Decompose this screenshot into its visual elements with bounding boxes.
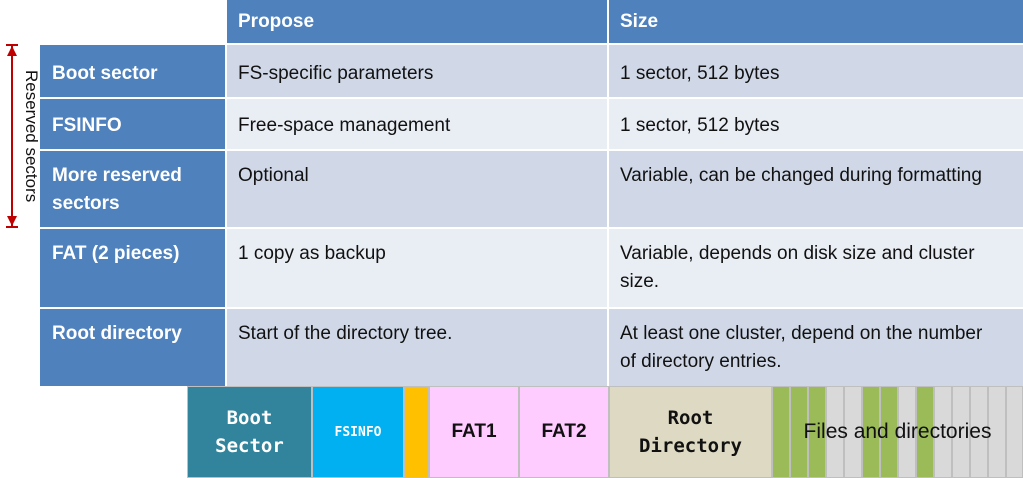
grid-hline (40, 227, 1023, 229)
reserved-sectors-bracket (6, 44, 18, 228)
strip-boot-label: Boot Sector (215, 407, 284, 457)
strip-fat2: FAT2 (519, 386, 609, 478)
row-propose-fsinfo: Free-space management (226, 98, 608, 150)
fat-layout-table: Propose Size Boot sector FS-specific par… (40, 0, 1023, 386)
grid-hline (40, 307, 1023, 309)
grid-vline (607, 0, 609, 386)
header-propose: Propose (226, 0, 608, 44)
row-size-fsinfo: 1 sector, 512 bytes (608, 98, 1023, 150)
header-size: Size (608, 0, 1023, 44)
row-propose-boot-sector: FS-specific parameters (226, 44, 608, 98)
row-propose-root-directory: Start of the directory tree. (226, 308, 608, 386)
row-name-fat: FAT (2 pieces) (40, 228, 226, 308)
row-size-boot-sector: 1 sector, 512 bytes (608, 44, 1023, 98)
strip-fsinfo-label: FSINFO (334, 424, 382, 440)
row-size-root-directory: At least one cluster, depend on the numb… (608, 308, 1023, 386)
row-name-boot-sector: Boot sector (40, 44, 226, 98)
row-name-root-directory: Root directory (40, 308, 226, 386)
reserved-sectors-label: Reserved sectors (22, 69, 41, 203)
strip-files-region: Files and directories (772, 386, 1023, 478)
row-name-more-reserved: More reserved sectors (40, 150, 226, 228)
row-propose-fat: 1 copy as backup (226, 228, 608, 308)
strip-root-directory: Root Directory (609, 386, 772, 478)
strip-root-label: Root Directory (639, 407, 742, 457)
grid-hline (40, 43, 1023, 45)
strip-files-label: Files and directories (803, 420, 992, 443)
row-size-more-reserved: Variable, can be changed during formatti… (608, 150, 1023, 228)
row-size-fat: Variable, depends on disk size and clust… (608, 228, 1023, 308)
strip-fat1: FAT1 (429, 386, 519, 478)
strip-fat2-label: FAT2 (541, 421, 587, 442)
strip-fsinfo: FSINFO (312, 386, 404, 478)
strip-more-reserved (404, 386, 429, 478)
grid-hline (40, 149, 1023, 151)
row-name-fsinfo: FSINFO (40, 98, 226, 150)
grid-hline (40, 97, 1023, 99)
strip-fat1-label: FAT1 (451, 421, 497, 442)
grid-vline (225, 0, 227, 386)
row-propose-more-reserved: Optional (226, 150, 608, 228)
header-empty-cell (40, 0, 226, 44)
strip-boot-sector: Boot Sector (187, 386, 312, 478)
